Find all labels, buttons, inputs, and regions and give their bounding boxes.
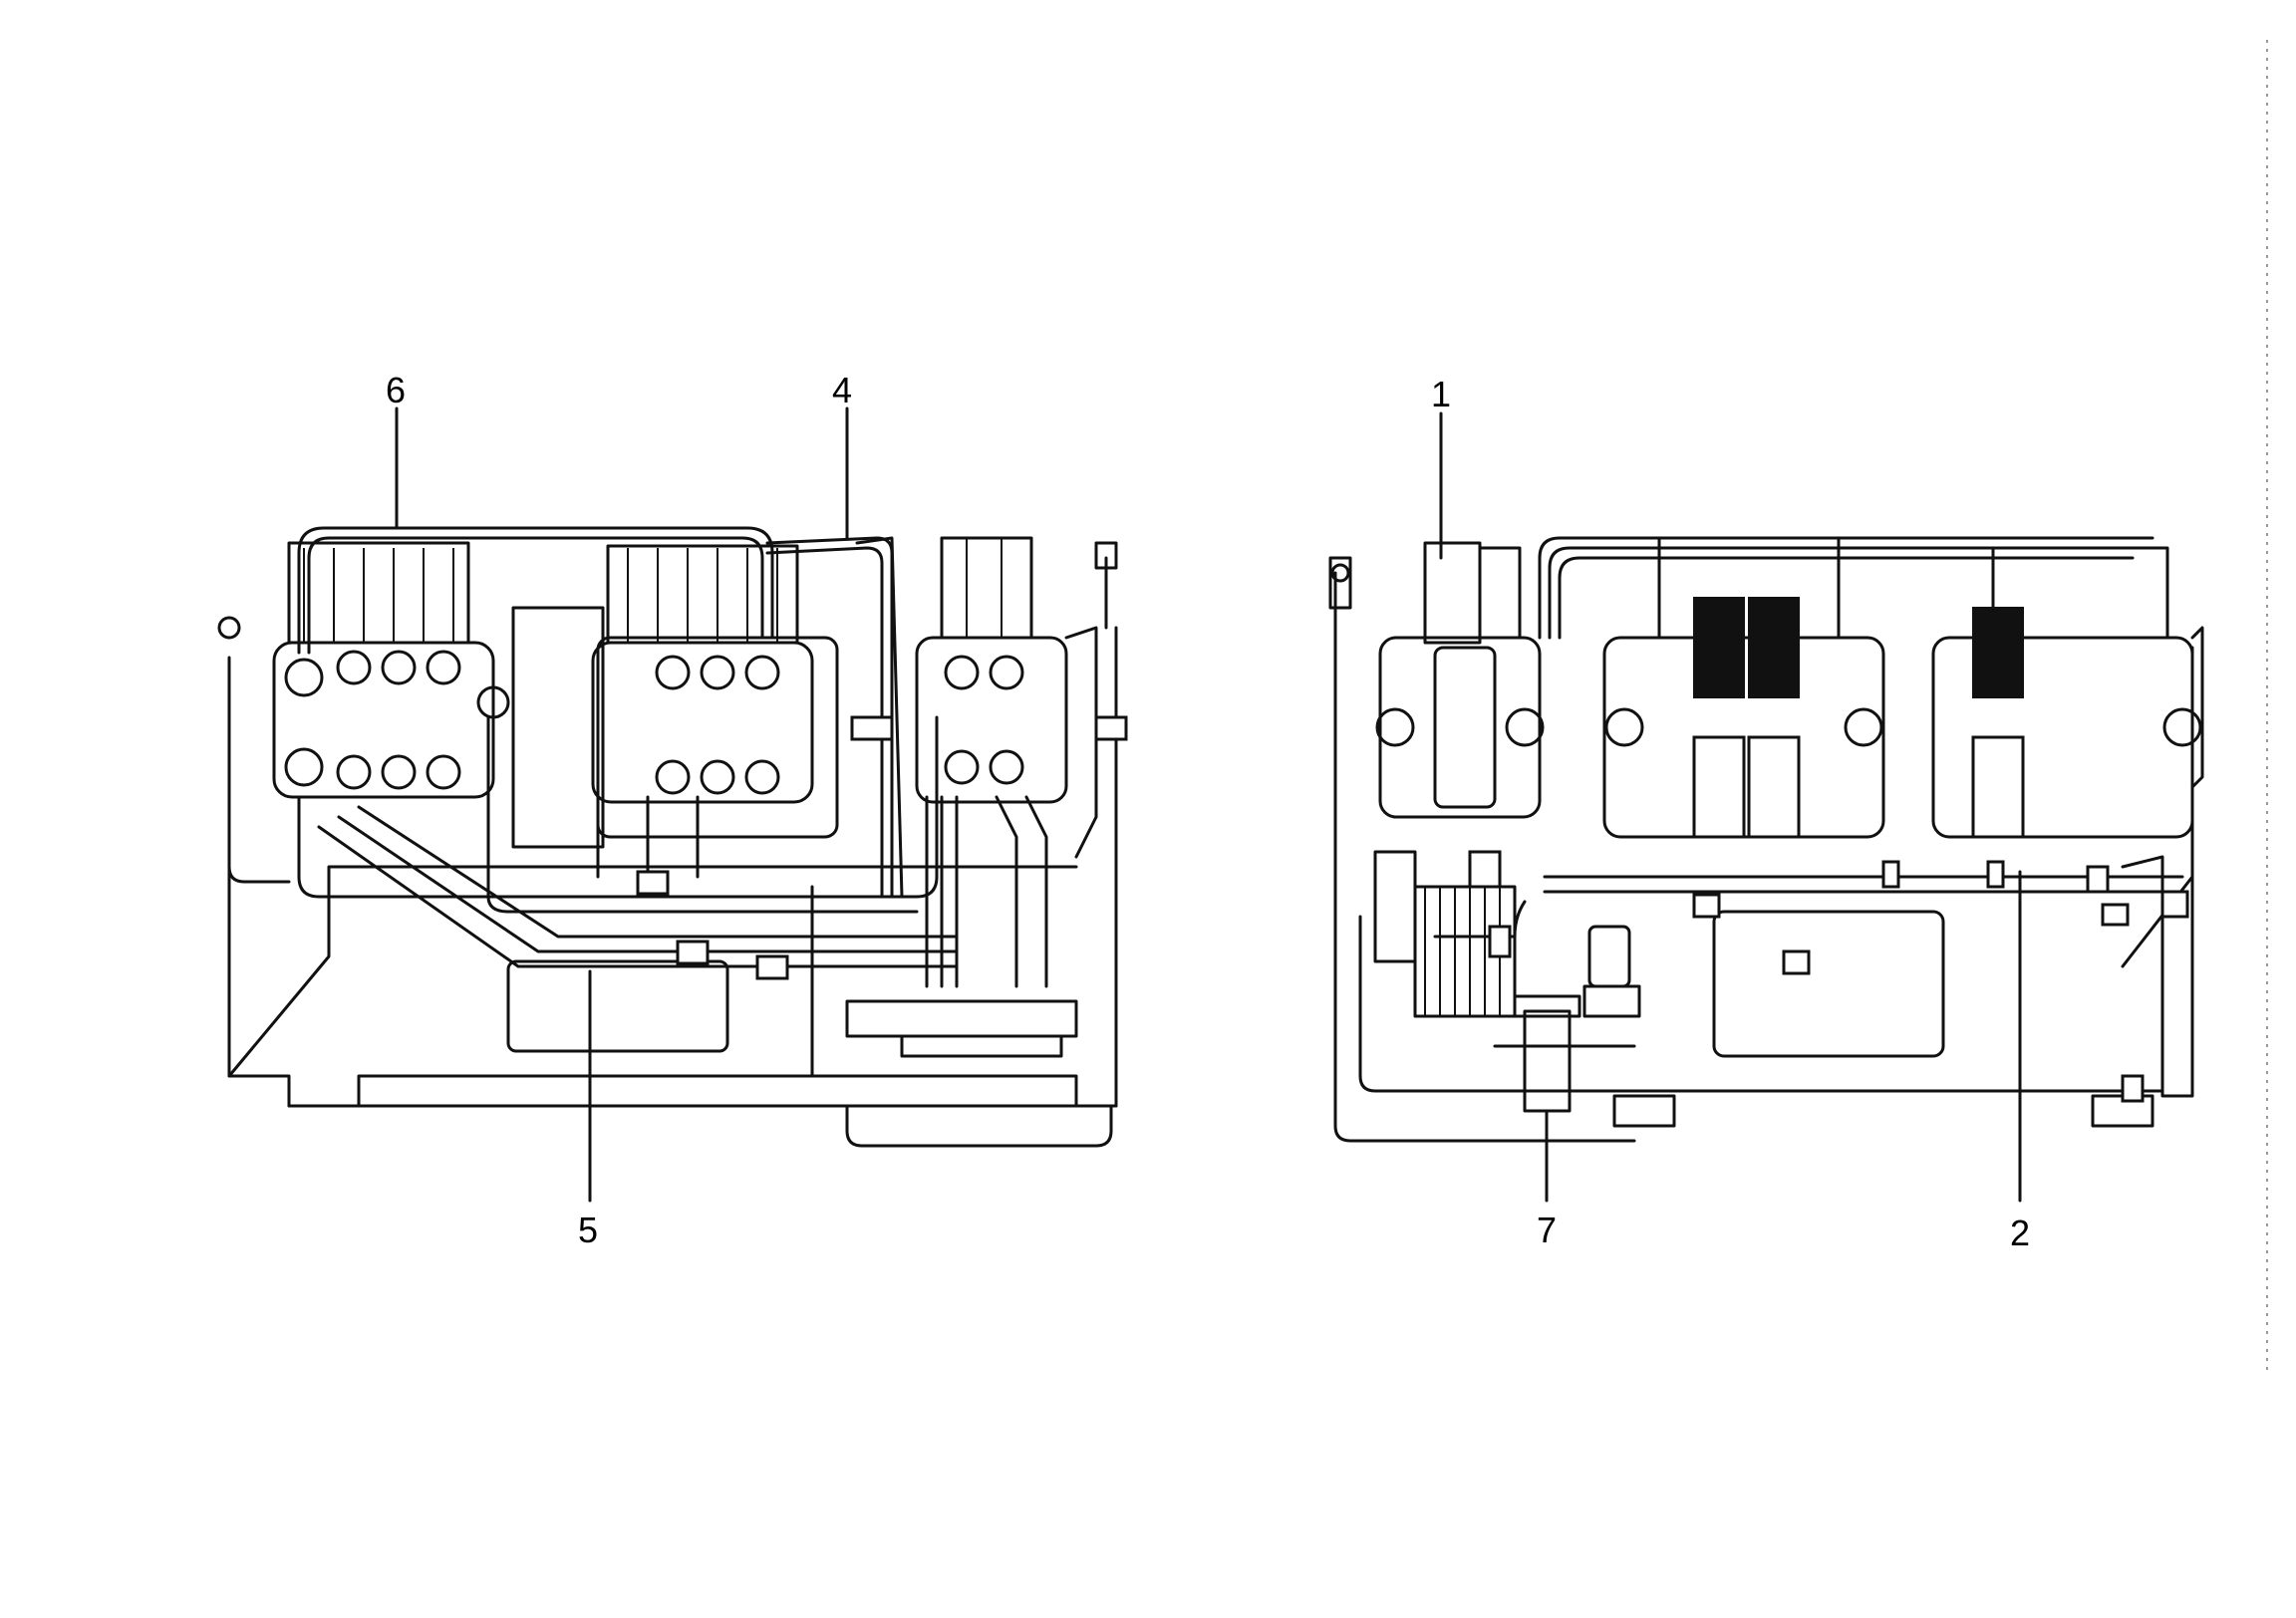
callout-6: 6 [385,370,407,410]
left-view-front [217,526,1128,1148]
left-block-ports [284,650,1024,795]
leader-lines [395,406,2022,1203]
callout-1: 1 [1430,374,1452,414]
callout-4: 4 [831,370,853,410]
callout-2: 2 [2009,1213,2031,1253]
right-view-rear [1328,536,2204,1143]
callout-5: 5 [577,1210,599,1250]
callout-7: 7 [1536,1210,1558,1250]
